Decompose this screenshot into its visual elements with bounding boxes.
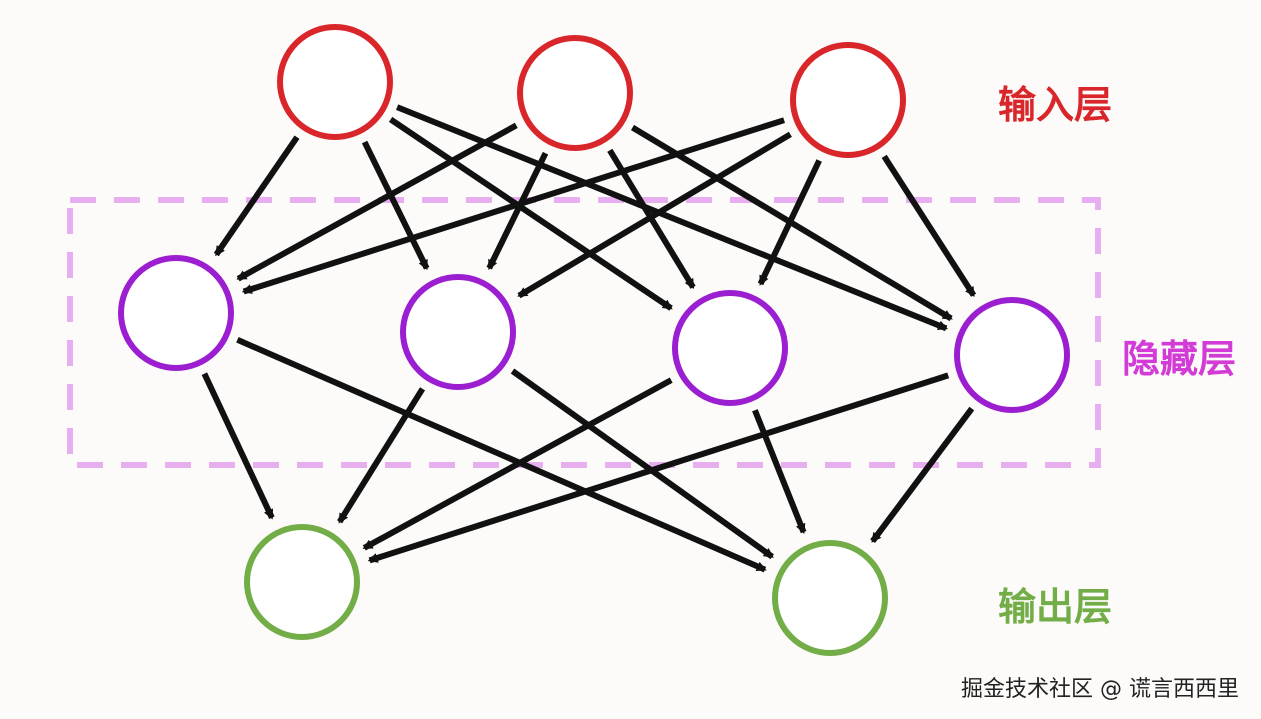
- hidden-layer-label: 隐藏层: [1122, 337, 1236, 381]
- output-layer-label: 输出层: [998, 585, 1112, 629]
- arrow-input-3-to-hidden-3: [757, 159, 822, 286]
- output-node-2: [772, 540, 888, 656]
- arrow-hidden-4-to-output-1: [367, 372, 950, 564]
- hidden-node-4: [954, 297, 1070, 413]
- arrow-hidden-4-to-output-2: [870, 406, 975, 543]
- arrow-input-2-to-hidden-2: [486, 151, 549, 270]
- arrow-input-2-to-hidden-1: [236, 122, 518, 282]
- arrow-hidden-2-to-output-2: [510, 368, 774, 560]
- hidden-layer-box: [67, 197, 1101, 468]
- nodes: [118, 24, 1070, 656]
- arrow-input-1-to-hidden-1: [213, 135, 300, 257]
- hidden-node-1: [118, 255, 234, 371]
- arrow-input-3-to-hidden-4: [881, 154, 977, 297]
- hidden-node-2: [400, 274, 516, 390]
- connections: [201, 104, 977, 573]
- arrow-input-3-to-hidden-1: [241, 117, 786, 295]
- input-node-3: [790, 42, 906, 158]
- arrow-input-3-to-hidden-2: [517, 131, 792, 299]
- hidden-node-3: [672, 290, 788, 406]
- arrow-hidden-1-to-output-2: [236, 337, 767, 573]
- watermark: 掘金技术社区 @ 谎言西西里: [961, 677, 1239, 702]
- arrow-hidden-3-to-output-1: [362, 377, 673, 551]
- input-node-1: [277, 24, 393, 140]
- arrow-hidden-2-to-output-1: [337, 387, 426, 524]
- arrow-input-1-to-hidden-3: [388, 116, 673, 311]
- output-node-1: [244, 524, 360, 640]
- input-node-2: [517, 35, 633, 151]
- arrow-input-1-to-hidden-2: [361, 140, 430, 271]
- input-layer-label: 输入层: [998, 83, 1112, 127]
- arrow-hidden-3-to-output-2: [752, 409, 807, 534]
- arrow-hidden-1-to-output-1: [201, 372, 275, 520]
